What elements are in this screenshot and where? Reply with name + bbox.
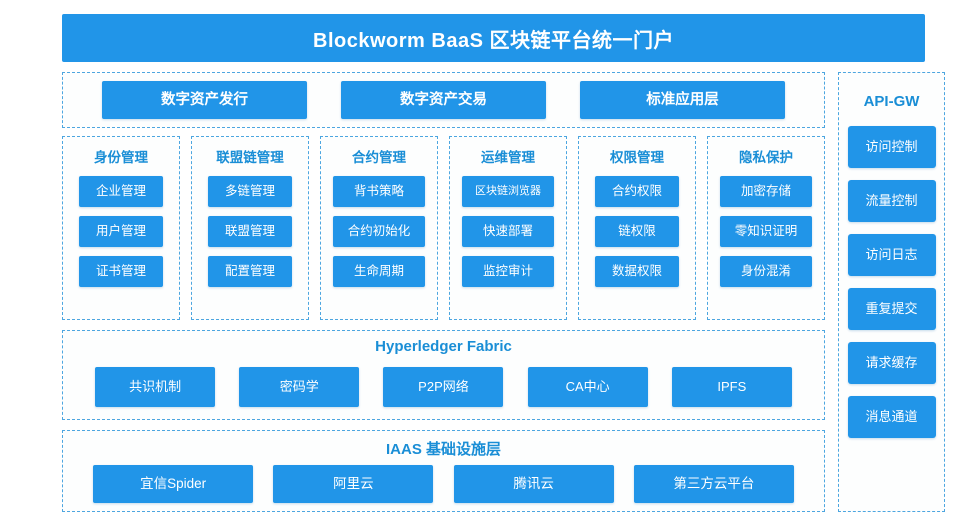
module-column-title: 合约管理: [352, 150, 406, 165]
application-layer-items: 数字资产发行数字资产交易标准应用层: [63, 73, 824, 127]
module-column-title: 运维管理: [481, 150, 535, 165]
module-item[interactable]: 合约初始化: [333, 216, 425, 247]
module-column: 联盟链管理多链管理联盟管理配置管理: [191, 136, 309, 320]
module-item[interactable]: 加密存储: [720, 176, 812, 207]
module-item[interactable]: 证书管理: [79, 256, 163, 287]
module-item[interactable]: 配置管理: [208, 256, 292, 287]
fabric-item[interactable]: 共识机制: [95, 367, 216, 407]
module-item[interactable]: 链权限: [595, 216, 679, 247]
api-gateway-group: API-GW 访问控制流量控制访问日志重复提交请求缓存消息通道: [838, 72, 945, 512]
fabric-item[interactable]: 密码学: [239, 367, 360, 407]
api-gateway-item[interactable]: 访问日志: [847, 234, 936, 276]
fabric-item[interactable]: CA中心: [527, 367, 648, 407]
module-item[interactable]: 企业管理: [79, 176, 163, 207]
iaas-item[interactable]: 阿里云: [273, 465, 434, 503]
module-column-title: 联盟链管理: [216, 150, 284, 165]
iaas-layer-title: IAAS 基础设施层: [385, 441, 501, 458]
module-item[interactable]: 数据权限: [595, 256, 679, 287]
iaas-item[interactable]: 第三方云平台: [633, 465, 794, 503]
fabric-layer-items: 共识机制密码学 P2P网络 CA中心 IPFS: [63, 367, 824, 407]
application-item[interactable]: 标准应用层: [580, 81, 785, 119]
application-item[interactable]: 数字资产交易: [341, 81, 546, 119]
page-title: Blockworm BaaS 区块链平台统一门户: [62, 14, 925, 62]
module-item[interactable]: 生命周期: [333, 256, 425, 287]
module-item[interactable]: 区块链浏览器: [462, 176, 554, 207]
module-column-title: 身份管理: [94, 150, 148, 165]
api-gateway-title: API-GW: [863, 93, 920, 110]
iaas-item[interactable]: 腾讯云: [453, 465, 614, 503]
fabric-item[interactable]: IPFS: [671, 367, 792, 407]
api-gateway-item[interactable]: 访问控制: [847, 126, 936, 168]
api-gateway-item[interactable]: 请求缓存: [847, 342, 936, 384]
module-item[interactable]: 联盟管理: [208, 216, 292, 247]
api-gateway-item[interactable]: 流量控制: [847, 180, 936, 222]
api-gateway-item[interactable]: 重复提交: [847, 288, 936, 330]
module-column-title: 权限管理: [610, 150, 664, 165]
module-item[interactable]: 多链管理: [208, 176, 292, 207]
module-column: 运维管理区块链浏览器快速部署监控审计: [449, 136, 567, 320]
module-columns: 身份管理企业管理用户管理证书管理联盟链管理多链管理联盟管理配置管理合约管理背书策…: [62, 136, 825, 320]
module-item[interactable]: 用户管理: [79, 216, 163, 247]
iaas-layer-group: IAAS 基础设施层 宜信Spider 阿里云腾讯云第三方云平台: [62, 430, 825, 512]
module-item[interactable]: 身份混淆: [720, 256, 812, 287]
fabric-layer-group: Hyperledger Fabric 共识机制密码学 P2P网络 CA中心 IPFS: [62, 330, 825, 420]
module-column: 隐私保护加密存储零知识证明身份混淆: [707, 136, 825, 320]
module-column: 身份管理企业管理用户管理证书管理: [62, 136, 180, 320]
iaas-layer-items: 宜信Spider 阿里云腾讯云第三方云平台: [63, 465, 824, 503]
module-item[interactable]: 零知识证明: [720, 216, 812, 247]
module-column: 权限管理合约权限链权限数据权限: [578, 136, 696, 320]
application-layer-group: 数字资产发行数字资产交易标准应用层: [62, 72, 825, 128]
api-gateway-item[interactable]: 消息通道: [847, 396, 936, 438]
module-item[interactable]: 快速部署: [462, 216, 554, 247]
module-column: 合约管理背书策略合约初始化生命周期: [320, 136, 438, 320]
application-item[interactable]: 数字资产发行: [102, 81, 307, 119]
module-item[interactable]: 背书策略: [333, 176, 425, 207]
iaas-item[interactable]: 宜信Spider: [93, 465, 254, 503]
module-item[interactable]: 合约权限: [595, 176, 679, 207]
fabric-item[interactable]: P2P网络: [383, 367, 504, 407]
module-item[interactable]: 监控审计: [462, 256, 554, 287]
module-column-title: 隐私保护: [739, 150, 793, 165]
fabric-layer-title: Hyperledger Fabric: [375, 338, 512, 355]
